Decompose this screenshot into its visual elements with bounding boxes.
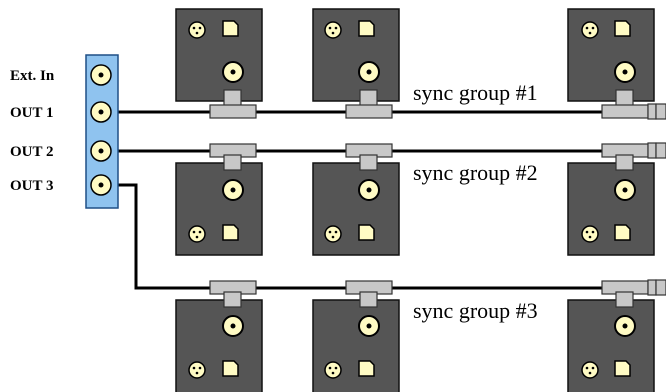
tee-connector-icon: [345, 143, 393, 171]
tee-connector-icon: [601, 280, 649, 308]
tee-connector-icon: [209, 280, 257, 308]
rj-port-icon: [222, 360, 239, 377]
xlr-icon: [188, 361, 206, 379]
unit-r1-c1: [175, 8, 263, 102]
tee-connector-icon: [209, 89, 257, 119]
rj-port-icon: [358, 20, 375, 37]
terminator-icon: [647, 103, 666, 120]
tee-connector-icon: [345, 89, 393, 119]
tee-connectors: [209, 89, 666, 308]
unit-r2-c3: [567, 162, 655, 256]
bnc-icon: [614, 315, 636, 337]
unit-row-3: [175, 299, 655, 392]
unit-row-1: [175, 8, 655, 102]
tee-connector-icon: [345, 280, 393, 308]
unit-r2-c2: [312, 162, 400, 256]
rj-port-icon: [614, 224, 631, 241]
bnc-icon: [614, 61, 636, 83]
bnc-icon: [222, 179, 244, 201]
sync-group-label-3: sync group #3: [413, 298, 538, 323]
bnc-icon: [222, 315, 244, 337]
bnc-icon: [358, 315, 380, 337]
xlr-icon: [581, 225, 599, 243]
unit-r2-c1: [175, 162, 263, 256]
port-label-out-3: OUT 3: [10, 178, 53, 194]
port-out-2[interactable]: [90, 140, 112, 162]
port-ext-in[interactable]: [90, 64, 112, 86]
unit-r1-c2: [312, 8, 400, 102]
terminator-icon: [647, 142, 666, 159]
xlr-icon: [324, 361, 342, 379]
sync-group-label-1: sync group #1: [413, 80, 538, 105]
sync-group-label-2: sync group #2: [413, 160, 538, 185]
rj-port-icon: [358, 360, 375, 377]
sync-distribution-panel: Ext. In OUT 1 OUT 2 OUT 3: [10, 54, 119, 209]
xlr-icon: [324, 225, 342, 243]
xlr-icon: [188, 225, 206, 243]
unit-row-2: [175, 162, 655, 256]
rj-port-icon: [614, 360, 631, 377]
bnc-icon: [222, 61, 244, 83]
bnc-icon: [614, 179, 636, 201]
rj-port-icon: [222, 20, 239, 37]
terminator-icon: [647, 279, 666, 296]
unit-r1-c3: [567, 8, 655, 102]
rj-port-icon: [358, 224, 375, 241]
xlr-icon: [581, 21, 599, 39]
unit-r3-c2: [312, 299, 400, 392]
rj-port-icon: [614, 20, 631, 37]
xlr-icon: [188, 21, 206, 39]
tee-connector-icon: [209, 143, 257, 171]
xlr-icon: [581, 361, 599, 379]
port-label-out-2: OUT 2: [10, 144, 53, 160]
port-out-3[interactable]: [90, 174, 112, 196]
bnc-icon: [358, 61, 380, 83]
bnc-icon: [358, 179, 380, 201]
port-out-1[interactable]: [90, 101, 112, 123]
unit-r3-c1: [175, 299, 263, 392]
tee-connector-icon: [601, 89, 649, 119]
tee-connector-icon: [601, 143, 649, 171]
unit-r3-c3: [567, 299, 655, 392]
port-label-ext-in: Ext. In: [10, 68, 55, 84]
cable-out3-group3: [103, 183, 660, 290]
xlr-icon: [324, 21, 342, 39]
rj-port-icon: [222, 224, 239, 241]
port-label-out-1: OUT 1: [10, 105, 53, 121]
